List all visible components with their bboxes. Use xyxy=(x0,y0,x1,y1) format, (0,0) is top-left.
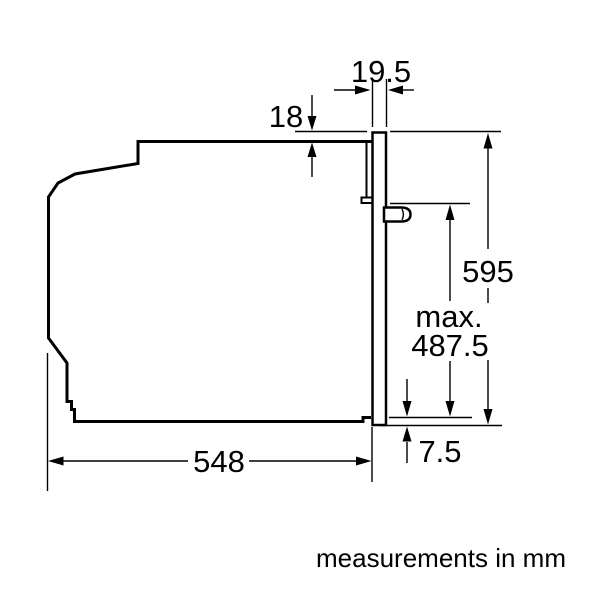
arrow-left-icon xyxy=(388,85,403,95)
label-mask xyxy=(464,252,513,285)
arrow-up-icon xyxy=(445,204,455,220)
arrow-left-icon xyxy=(48,456,64,466)
oven-body xyxy=(47,131,412,427)
arrow-down-icon xyxy=(483,409,493,425)
label-mask xyxy=(191,448,247,474)
arrow-right-icon xyxy=(355,85,371,95)
label-total-height: 595 xyxy=(462,254,514,289)
dimension-max-height xyxy=(445,204,455,417)
oven-door-panel xyxy=(371,131,388,427)
label-door-thickness: 19.5 xyxy=(351,54,411,89)
label-top-overhang: 18 xyxy=(269,99,303,134)
label-max-prefix: max. xyxy=(415,299,482,334)
dimension-top-overhang xyxy=(307,95,317,177)
door-handle-cap-line xyxy=(401,208,405,221)
door-hinge-tab xyxy=(360,196,372,204)
arrow-right-icon xyxy=(356,456,372,466)
label-max-height: 487.5 xyxy=(411,328,489,363)
label-depth: 548 xyxy=(193,444,245,479)
extension-lines xyxy=(46,79,502,491)
arrow-down-icon xyxy=(445,401,455,417)
label-bottom-overhang: 7.5 xyxy=(418,434,461,469)
dimension-bottom-overhang xyxy=(402,379,412,463)
arrow-up-icon xyxy=(402,426,412,442)
dimension-door-thickness xyxy=(334,85,414,95)
units-note: measurements in mm xyxy=(316,543,566,573)
door-handle xyxy=(382,206,412,223)
arrow-up-icon xyxy=(307,142,317,157)
oven-body-outline xyxy=(47,140,372,423)
label-mask xyxy=(410,303,491,360)
arrow-up-icon xyxy=(483,133,493,149)
dimension-depth xyxy=(48,456,372,466)
arrow-down-icon xyxy=(307,116,317,131)
arrow-down-icon xyxy=(402,401,412,417)
